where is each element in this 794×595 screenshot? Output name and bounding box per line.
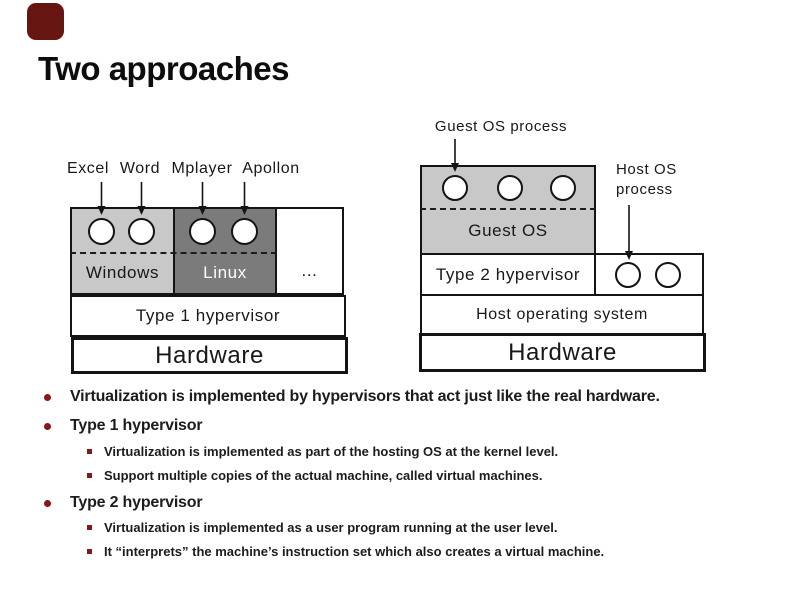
sub-bullet-item: It “interprets” the machine’s instructio… [87,544,604,559]
host-os-process-label-line2: process [616,181,673,198]
bullet-square-icon [87,525,92,530]
linux-label: Linux [203,263,247,282]
guest-os-label: Guest OS [468,221,548,240]
process-circle-icon [231,218,258,245]
bullet-square-icon [87,473,92,478]
bullet-dot-icon [44,423,51,430]
bullet-square-icon [87,449,92,454]
bullet-dot-icon [44,394,51,401]
host-process-box [594,253,704,296]
type2-hypervisor-label: Type 2 hypervisor [435,264,581,284]
guest-os-process-label: Guest OS process [434,118,568,135]
sub-bullet-item: Support multiple copies of the actual ma… [87,468,543,483]
user-kernel-divider-dashed-line [70,252,277,254]
corner-accent-shape [27,3,64,40]
bullet-text: Virtualization is implemented by hypervi… [70,388,660,405]
app-label-excel: Excel [66,160,110,177]
type1-hypervisor-label: Type 1 hypervisor [135,306,281,325]
process-circle-icon [88,218,115,245]
sub-bullet-item: Virtualization is implemented as a user … [87,520,557,535]
process-circle-icon [128,218,155,245]
slide-title: Two approaches [38,50,289,87]
more-os-label: ... [301,261,318,280]
more-os-box: ... [275,207,344,295]
process-circle-icon [189,218,216,245]
hardware-box-left: Hardware [71,337,348,374]
sub-bullet-item: Virtualization is implemented as part of… [87,444,558,459]
bullet-item: Virtualization is implemented by hypervi… [44,388,660,406]
app-label-apollon: Apollon [242,160,300,177]
host-os-process-label-line1: Host OS [616,161,677,178]
windows-label: Windows [85,263,160,282]
host-os-process-label: Host OS process [616,160,677,200]
bullet-item: Type 1 hypervisor [44,417,203,435]
bullet-dot-icon [44,500,51,507]
type1-hypervisor-box: Type 1 hypervisor [70,295,346,337]
sub-bullet-text: Support multiple copies of the actual ma… [104,468,543,483]
guest-divider-dashed-line [420,208,596,210]
hardware-box-right: Hardware [419,333,706,372]
windows-os-box: Windows [70,207,175,295]
sub-bullet-text: It “interprets” the machine’s instructio… [104,544,605,559]
guest-process-circle-icon [497,175,523,201]
linux-os-box: Linux [173,207,277,295]
bullet-item: Type 2 hypervisor [44,494,203,512]
guest-process-circle-icon [442,175,468,201]
host-process-circle-icon [655,262,681,288]
app-label-mplayer: Mplayer [171,160,233,177]
hardware-label-left: Hardware [155,341,264,369]
guest-process-circle-icon [550,175,576,201]
bullet-text: Type 1 hypervisor [70,417,203,434]
sub-bullet-text: Virtualization is implemented as a user … [104,520,558,535]
hardware-label-right: Hardware [508,338,617,366]
host-operating-system-label: Host operating system [476,305,648,323]
bullet-square-icon [87,549,92,554]
sub-bullet-text: Virtualization is implemented as part of… [104,444,559,459]
host-process-circle-icon [615,262,641,288]
bullet-text: Type 2 hypervisor [70,494,203,511]
app-label-word: Word [119,160,161,177]
